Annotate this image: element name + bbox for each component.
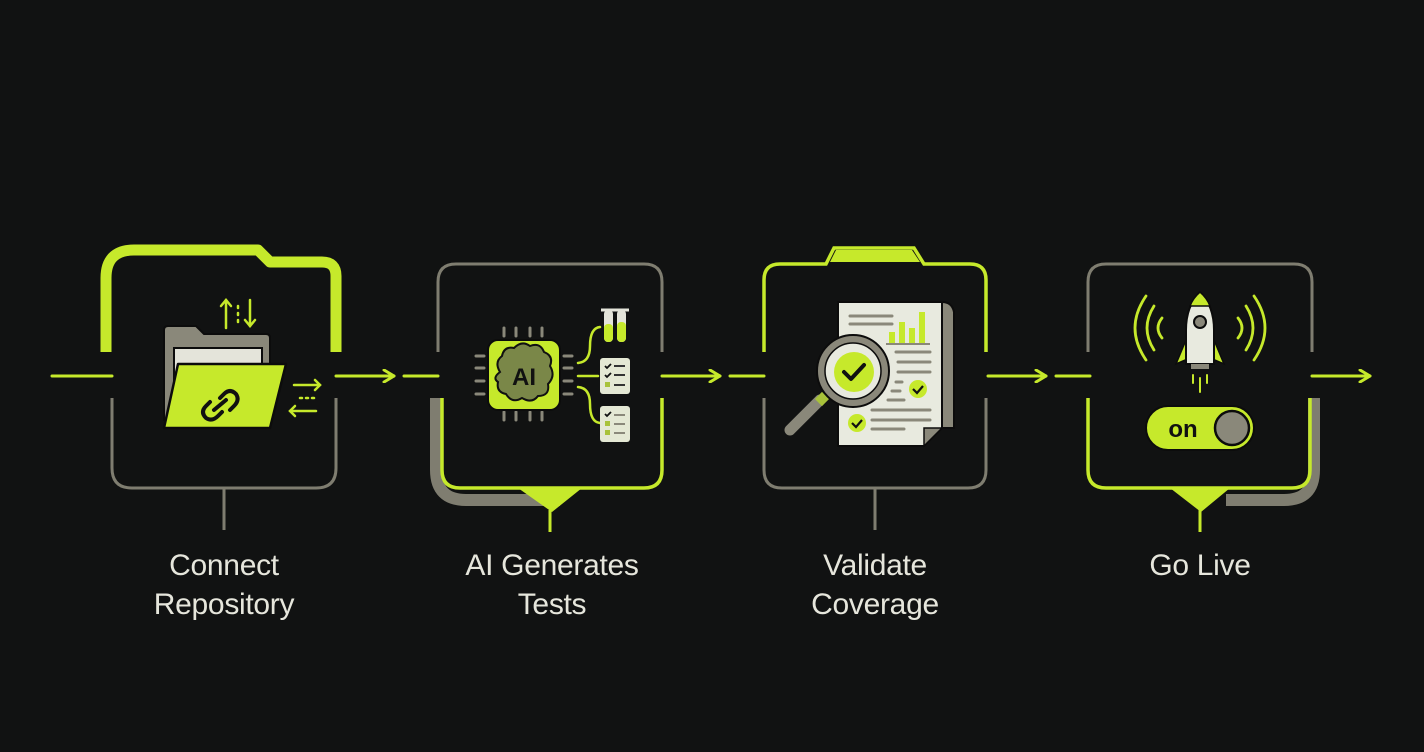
checklist-icon	[600, 358, 630, 394]
toggle-text: on	[1168, 416, 1197, 443]
on-toggle[interactable]: on	[1145, 405, 1255, 451]
step-label-line2: Repository	[153, 588, 295, 621]
frame-top-accent	[100, 244, 342, 352]
frame-tab	[830, 250, 920, 262]
check-circle-icon	[834, 352, 874, 392]
step-label-validate-coverage: Validate Coverage	[745, 546, 1005, 624]
frame-shadow	[430, 398, 560, 506]
rocket-icon	[1174, 290, 1226, 393]
bar-chart-icon	[889, 312, 925, 344]
step-ai-generates-tests: AI	[430, 262, 664, 532]
step-label-line1: Validate	[823, 549, 927, 582]
ai-chip-brain-icon: AI	[474, 308, 630, 442]
test-tubes-icon	[601, 308, 629, 342]
frame-pointer	[518, 488, 582, 512]
step-label-line1: Connect	[169, 549, 279, 582]
frame-shadow	[1226, 398, 1320, 506]
signal-waves-icon	[1133, 294, 1267, 362]
step-label-go-live: Go Live	[1070, 546, 1330, 585]
transfer-arrows-icon	[288, 378, 322, 418]
link-icon	[201, 389, 240, 422]
step-label-connect-repository: Connect Repository	[94, 546, 354, 624]
chip-text: AI	[512, 364, 536, 391]
step-label-line2: Tests	[517, 588, 587, 621]
step-connect-repository	[100, 244, 342, 530]
folder-link-icon	[162, 298, 322, 430]
frame-pointer	[1170, 488, 1230, 512]
step-label-line1: Go Live	[1149, 549, 1251, 582]
step-go-live: on	[1086, 262, 1320, 532]
frame-top-accent	[762, 246, 988, 352]
toggle-knob[interactable]	[1213, 409, 1251, 447]
step-validate-coverage	[762, 246, 988, 530]
frame-top	[436, 262, 664, 352]
step-label-line2: Coverage	[811, 588, 939, 621]
frame-top	[1086, 262, 1314, 352]
magnifier-report-icon	[784, 300, 955, 448]
rocket-toggle-icon: on	[1133, 290, 1267, 451]
checklist-icon	[600, 406, 630, 442]
sync-arrows-icon	[219, 298, 257, 330]
step-label-line1: AI Generates	[465, 549, 639, 582]
step-label-ai-generates-tests: AI Generates Tests	[422, 546, 682, 624]
